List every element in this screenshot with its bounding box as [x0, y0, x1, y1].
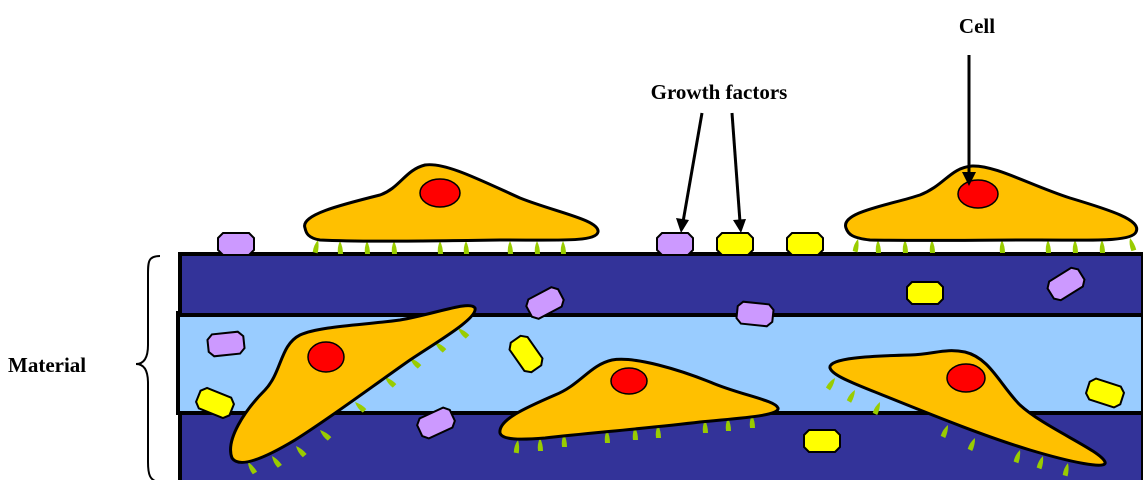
growth-factor-yellow	[907, 282, 943, 304]
nucleus	[947, 364, 985, 392]
nucleus	[611, 368, 647, 394]
material-brace	[136, 256, 160, 480]
growth-factor-arrow-right	[732, 113, 740, 222]
nucleus	[420, 179, 460, 207]
cell-label: Cell	[959, 14, 995, 38]
surface-cell-left	[305, 165, 598, 254]
surface-cell-right	[846, 166, 1137, 253]
growth-factor-arrowhead-left	[676, 218, 689, 233]
growth-factor-arrowhead-right	[733, 219, 746, 233]
growth-factor-arrow-left	[683, 113, 702, 222]
growth-factor-yellow	[804, 430, 840, 452]
growth-factor-purple	[657, 233, 693, 255]
growth-factor-yellow	[717, 233, 753, 255]
growth-factor-yellow	[787, 233, 823, 255]
nucleus	[308, 342, 344, 372]
growth-factor-purple	[207, 331, 245, 357]
top-dark-layer	[180, 254, 1143, 315]
nucleus	[958, 180, 998, 208]
growth-factors-label: Growth factors	[651, 80, 788, 104]
material-label: Material	[8, 353, 86, 377]
growth-factor-purple	[736, 301, 774, 327]
growth-factor-purple	[218, 233, 254, 255]
